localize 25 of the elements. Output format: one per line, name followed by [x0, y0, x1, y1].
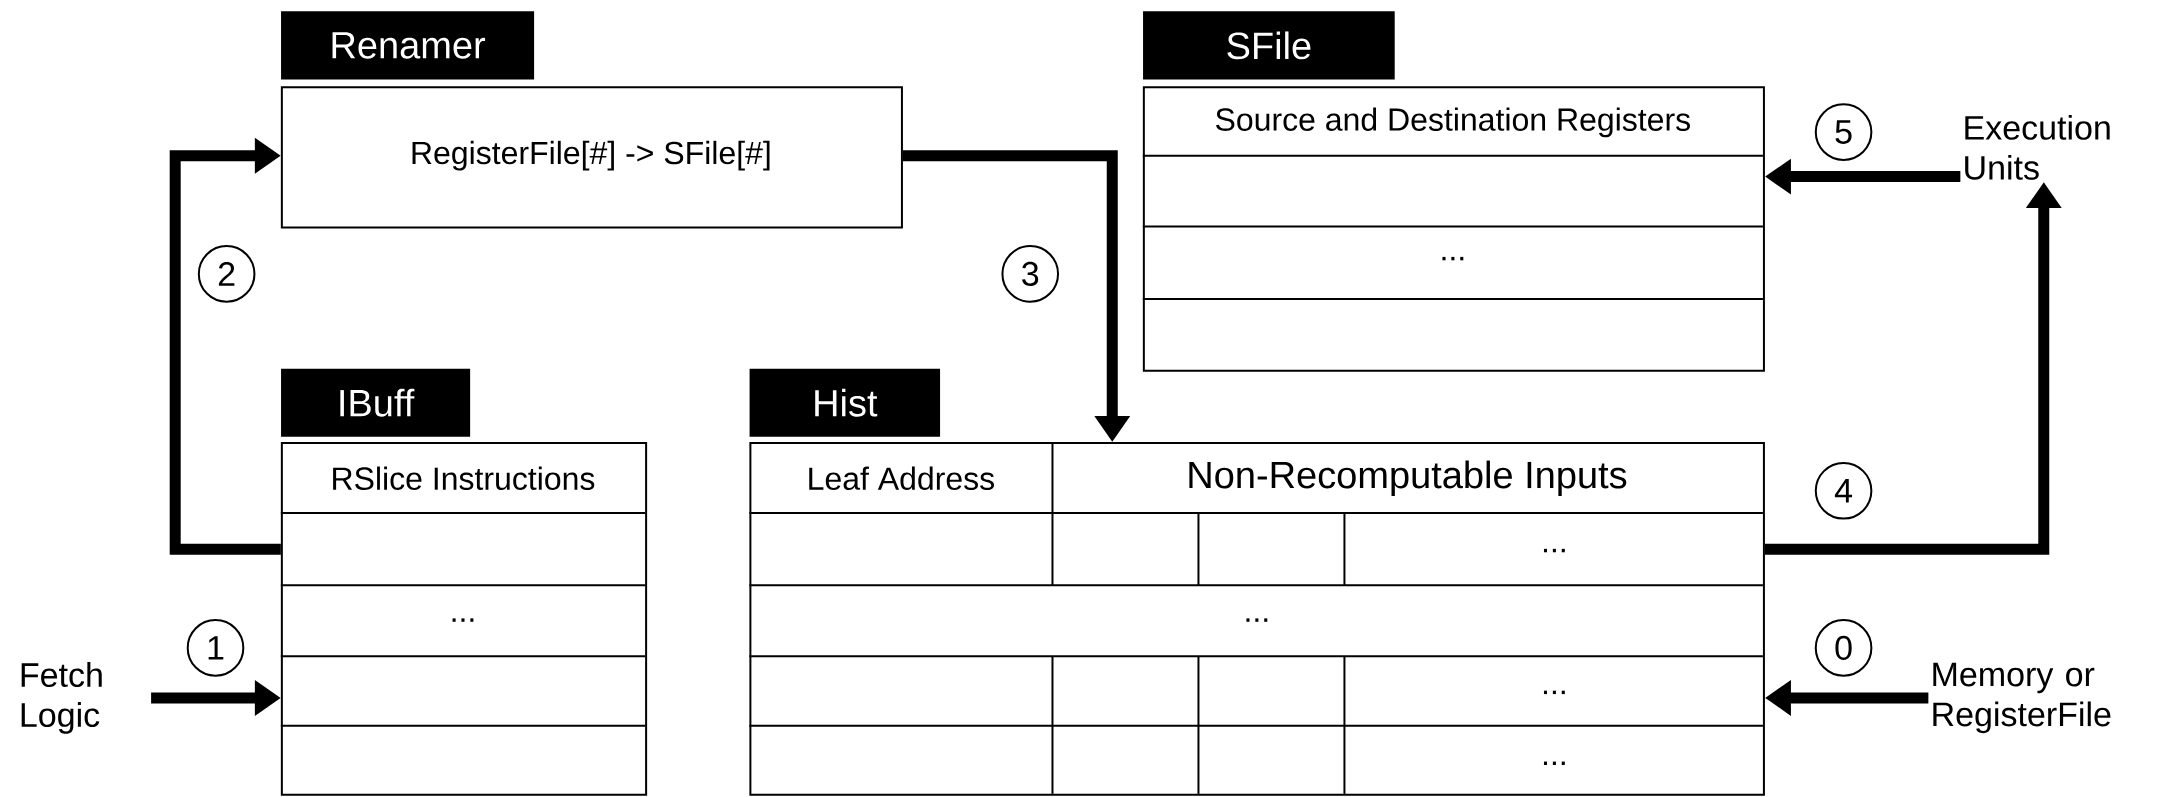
title-tab: Renamer	[281, 11, 535, 80]
ellipsis-text: ...	[1442, 257, 1464, 261]
ellipsis-text: ...	[1246, 618, 1268, 622]
side-label: Memory or RegisterFile	[1933, 662, 2111, 734]
arrow	[169, 137, 281, 555]
ellipsis-text: ...	[452, 618, 474, 622]
title-tab: SFile	[1143, 11, 1395, 80]
ellipsis-text: ...	[1543, 761, 1565, 766]
step-number: 3	[1001, 245, 1060, 303]
ellipsis-text: ...	[1543, 690, 1565, 695]
mapping-text: RegisterFile[#] -> SFile[#]	[412, 141, 770, 171]
title-tab: IBuff	[281, 368, 471, 437]
header-text: Source and Destination Registers	[1216, 107, 1690, 138]
ellipsis-text: ...	[1543, 549, 1565, 553]
header-text: Leaf Address	[809, 466, 994, 491]
side-label: Fetch Logic	[21, 662, 102, 734]
step-number: 4	[1814, 462, 1873, 520]
step-number: 2	[197, 245, 256, 303]
step-number: 0	[1814, 619, 1873, 677]
header-text: RSlice Instructions	[333, 466, 595, 491]
title-tab: Hist	[749, 368, 941, 437]
step-number: 5	[1814, 103, 1873, 162]
side-label: Execution Units	[1965, 115, 2110, 181]
header-text: Non-Recomputable Inputs	[1189, 460, 1627, 497]
step-number: 1	[186, 619, 245, 677]
